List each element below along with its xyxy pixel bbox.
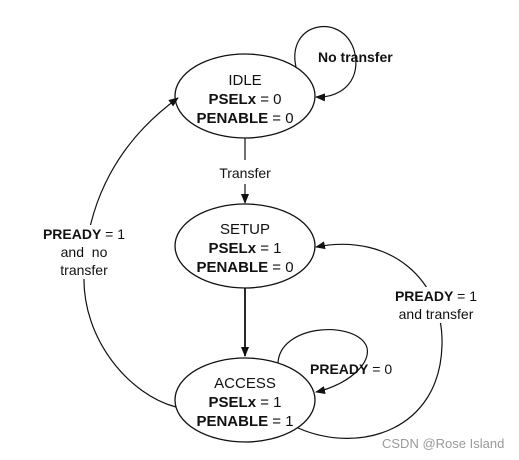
access-psel-signal: PSELx: [208, 394, 257, 411]
setup-psel-signal: PSELx: [208, 240, 257, 257]
access-self-loop-signal: PREADY: [310, 361, 369, 377]
idle-self-loop-label: No transfer: [318, 49, 393, 65]
setup-penable-line: PENABLE = 0: [175, 258, 315, 277]
access-state: ACCESS PSELx = 1 PENABLE = 1: [175, 374, 315, 431]
setup-state: SETUP PSELx = 1 PENABLE = 0: [175, 220, 315, 277]
access-penable-line: PENABLE = 1: [175, 412, 315, 431]
access-psel-line: PSELx = 1: [175, 393, 315, 412]
setup-state-name: SETUP: [219, 221, 270, 238]
access-to-idle-line1: PREADY = 1: [32, 225, 136, 243]
idle-psel-value: = 0: [256, 91, 282, 108]
access-to-setup-line2: and transfer: [398, 306, 474, 322]
access-self-loop-label: PREADY = 0: [310, 360, 392, 378]
access-to-setup-value: = 1: [453, 288, 478, 304]
idle-psel-signal: PSELx: [208, 91, 257, 108]
setup-penable-signal: PENABLE: [196, 259, 269, 276]
idle-penable-value: = 0: [268, 110, 294, 127]
access-to-setup-arrow: [297, 241, 443, 439]
setup-psel-value: = 1: [256, 240, 282, 257]
access-to-setup-label: PREADY = 1 and transfer: [386, 287, 486, 323]
idle-state: IDLE PSELx = 0 PENABLE = 0: [175, 71, 315, 128]
access-state-ellipse: [174, 357, 316, 443]
access-to-setup-line1: PREADY = 1: [386, 287, 486, 305]
access-to-idle-line3: transfer: [60, 262, 108, 278]
idle-state-name: IDLE: [228, 72, 262, 89]
idle-to-setup-label: Transfer: [205, 164, 285, 182]
access-penable-value: = 1: [268, 413, 294, 430]
access-to-idle-label: PREADY = 1 and no transfer: [32, 225, 136, 279]
setup-psel-line: PSELx = 1: [175, 239, 315, 258]
idle-penable-line: PENABLE = 0: [175, 109, 315, 128]
access-to-idle-signal: PREADY: [42, 226, 102, 242]
access-self-loop-value: = 0: [368, 361, 393, 377]
idle-self-loop-arrow: [294, 25, 357, 102]
idle-penable-signal: PENABLE: [196, 110, 269, 127]
access-penable-signal: PENABLE: [196, 413, 269, 430]
access-psel-value: = 1: [256, 394, 282, 411]
watermark: CSDN @Rose Island: [382, 436, 505, 451]
access-to-setup-signal: PREADY: [394, 288, 454, 304]
setup-penable-value: = 0: [268, 259, 294, 276]
access-state-name: ACCESS: [214, 375, 276, 392]
access-to-idle-value: = 1: [101, 226, 126, 242]
access-self-loop-arrow: [277, 328, 369, 394]
access-to-idle-line2: and no: [60, 244, 108, 260]
idle-psel-line: PSELx = 0: [175, 90, 315, 109]
